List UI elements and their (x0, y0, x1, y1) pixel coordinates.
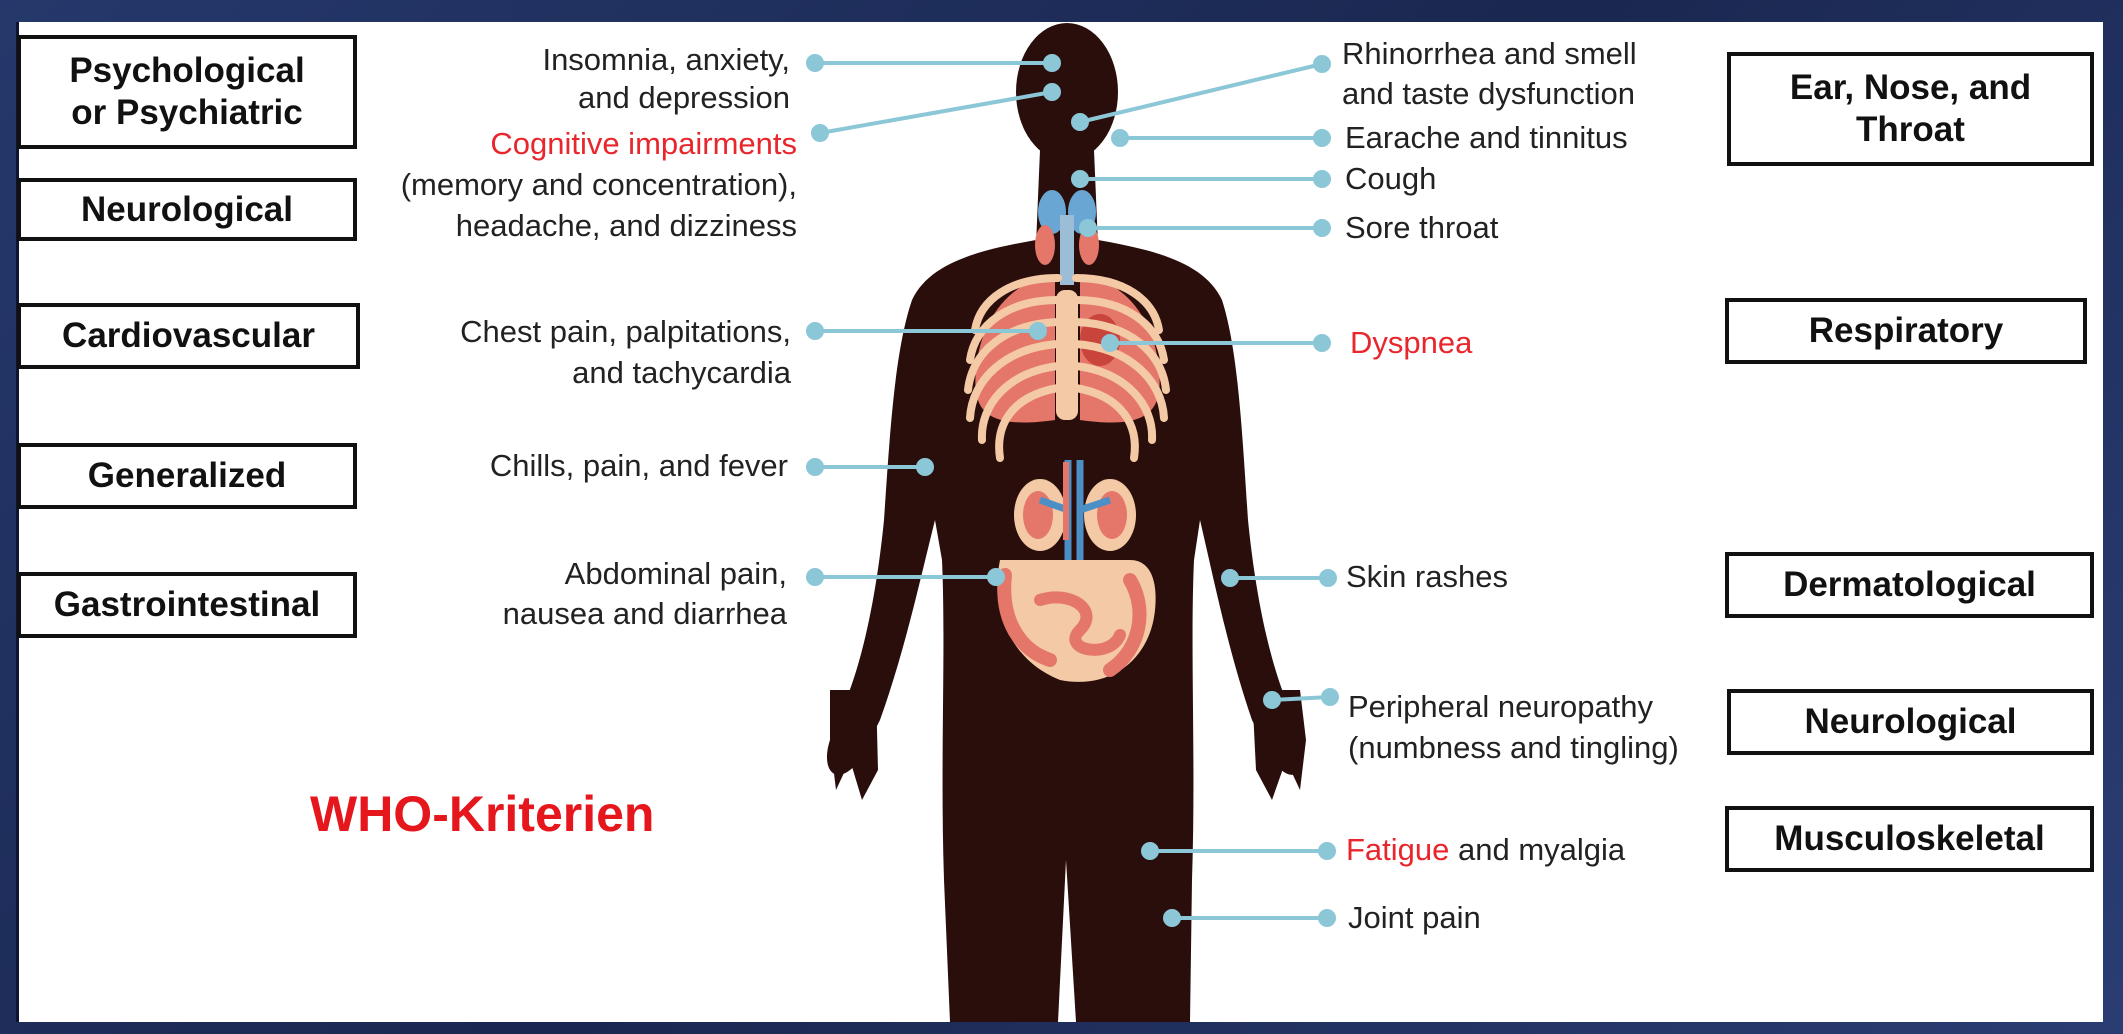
symptom-chest-line1: Chest pain, palpitations, (460, 312, 791, 352)
symptom-neuropathy-line2: (numbness and tingling) (1348, 728, 1679, 768)
symptom-joint-pain: Joint pain (1348, 898, 1481, 938)
category-neurological-right: Neurological (1727, 689, 2094, 755)
symptom-myalgia: and myalgia (1449, 832, 1625, 867)
symptom-abdominal-line1: Abdominal pain, (565, 554, 787, 594)
symptom-insomnia-line1: Insomnia, anxiety, (542, 40, 790, 80)
symptom-fatigue: Fatigue (1346, 832, 1449, 867)
symptom-memory: (memory and concentration), (401, 165, 797, 205)
symptom-headache: headache, and dizziness (456, 206, 797, 246)
category-dermatological: Dermatological (1725, 552, 2094, 618)
category-respiratory: Respiratory (1725, 298, 2087, 364)
sternum (1056, 290, 1078, 420)
category-ent: Ear, Nose, and Throat (1727, 52, 2094, 166)
symptom-sore-throat: Sore throat (1345, 208, 1498, 248)
category-psychological: Psychological or Psychiatric (17, 35, 357, 149)
symptom-chills: Chills, pain, and fever (490, 446, 788, 486)
category-neurological-left: Neurological (17, 178, 357, 241)
symptom-neuropathy-line1: Peripheral neuropathy (1348, 687, 1653, 727)
category-musculoskeletal: Musculoskeletal (1725, 806, 2094, 872)
symptom-dyspnea: Dyspnea (1350, 323, 1472, 363)
category-gastrointestinal: Gastrointestinal (17, 572, 357, 638)
category-generalized: Generalized (17, 443, 357, 509)
symptom-cough: Cough (1345, 159, 1436, 199)
symptom-fatigue-myalgia: Fatigue and myalgia (1346, 830, 1625, 870)
symptom-cognitive: Cognitive impairments (490, 124, 797, 164)
symptom-earache: Earache and tinnitus (1345, 118, 1628, 158)
who-criteria-annotation: WHO-Kriterien (310, 785, 654, 843)
symptom-rhinorrhea-line2: and taste dysfunction (1342, 74, 1635, 114)
category-cardiovascular: Cardiovascular (17, 303, 360, 369)
symptom-insomnia-line2: and depression (578, 78, 790, 118)
symptom-abdominal-line2: nausea and diarrhea (503, 594, 787, 634)
symptom-rhinorrhea-line1: Rhinorrhea and smell (1342, 34, 1637, 74)
symptom-chest-line2: and tachycardia (572, 353, 791, 393)
symptom-skin-rashes: Skin rashes (1346, 557, 1508, 597)
